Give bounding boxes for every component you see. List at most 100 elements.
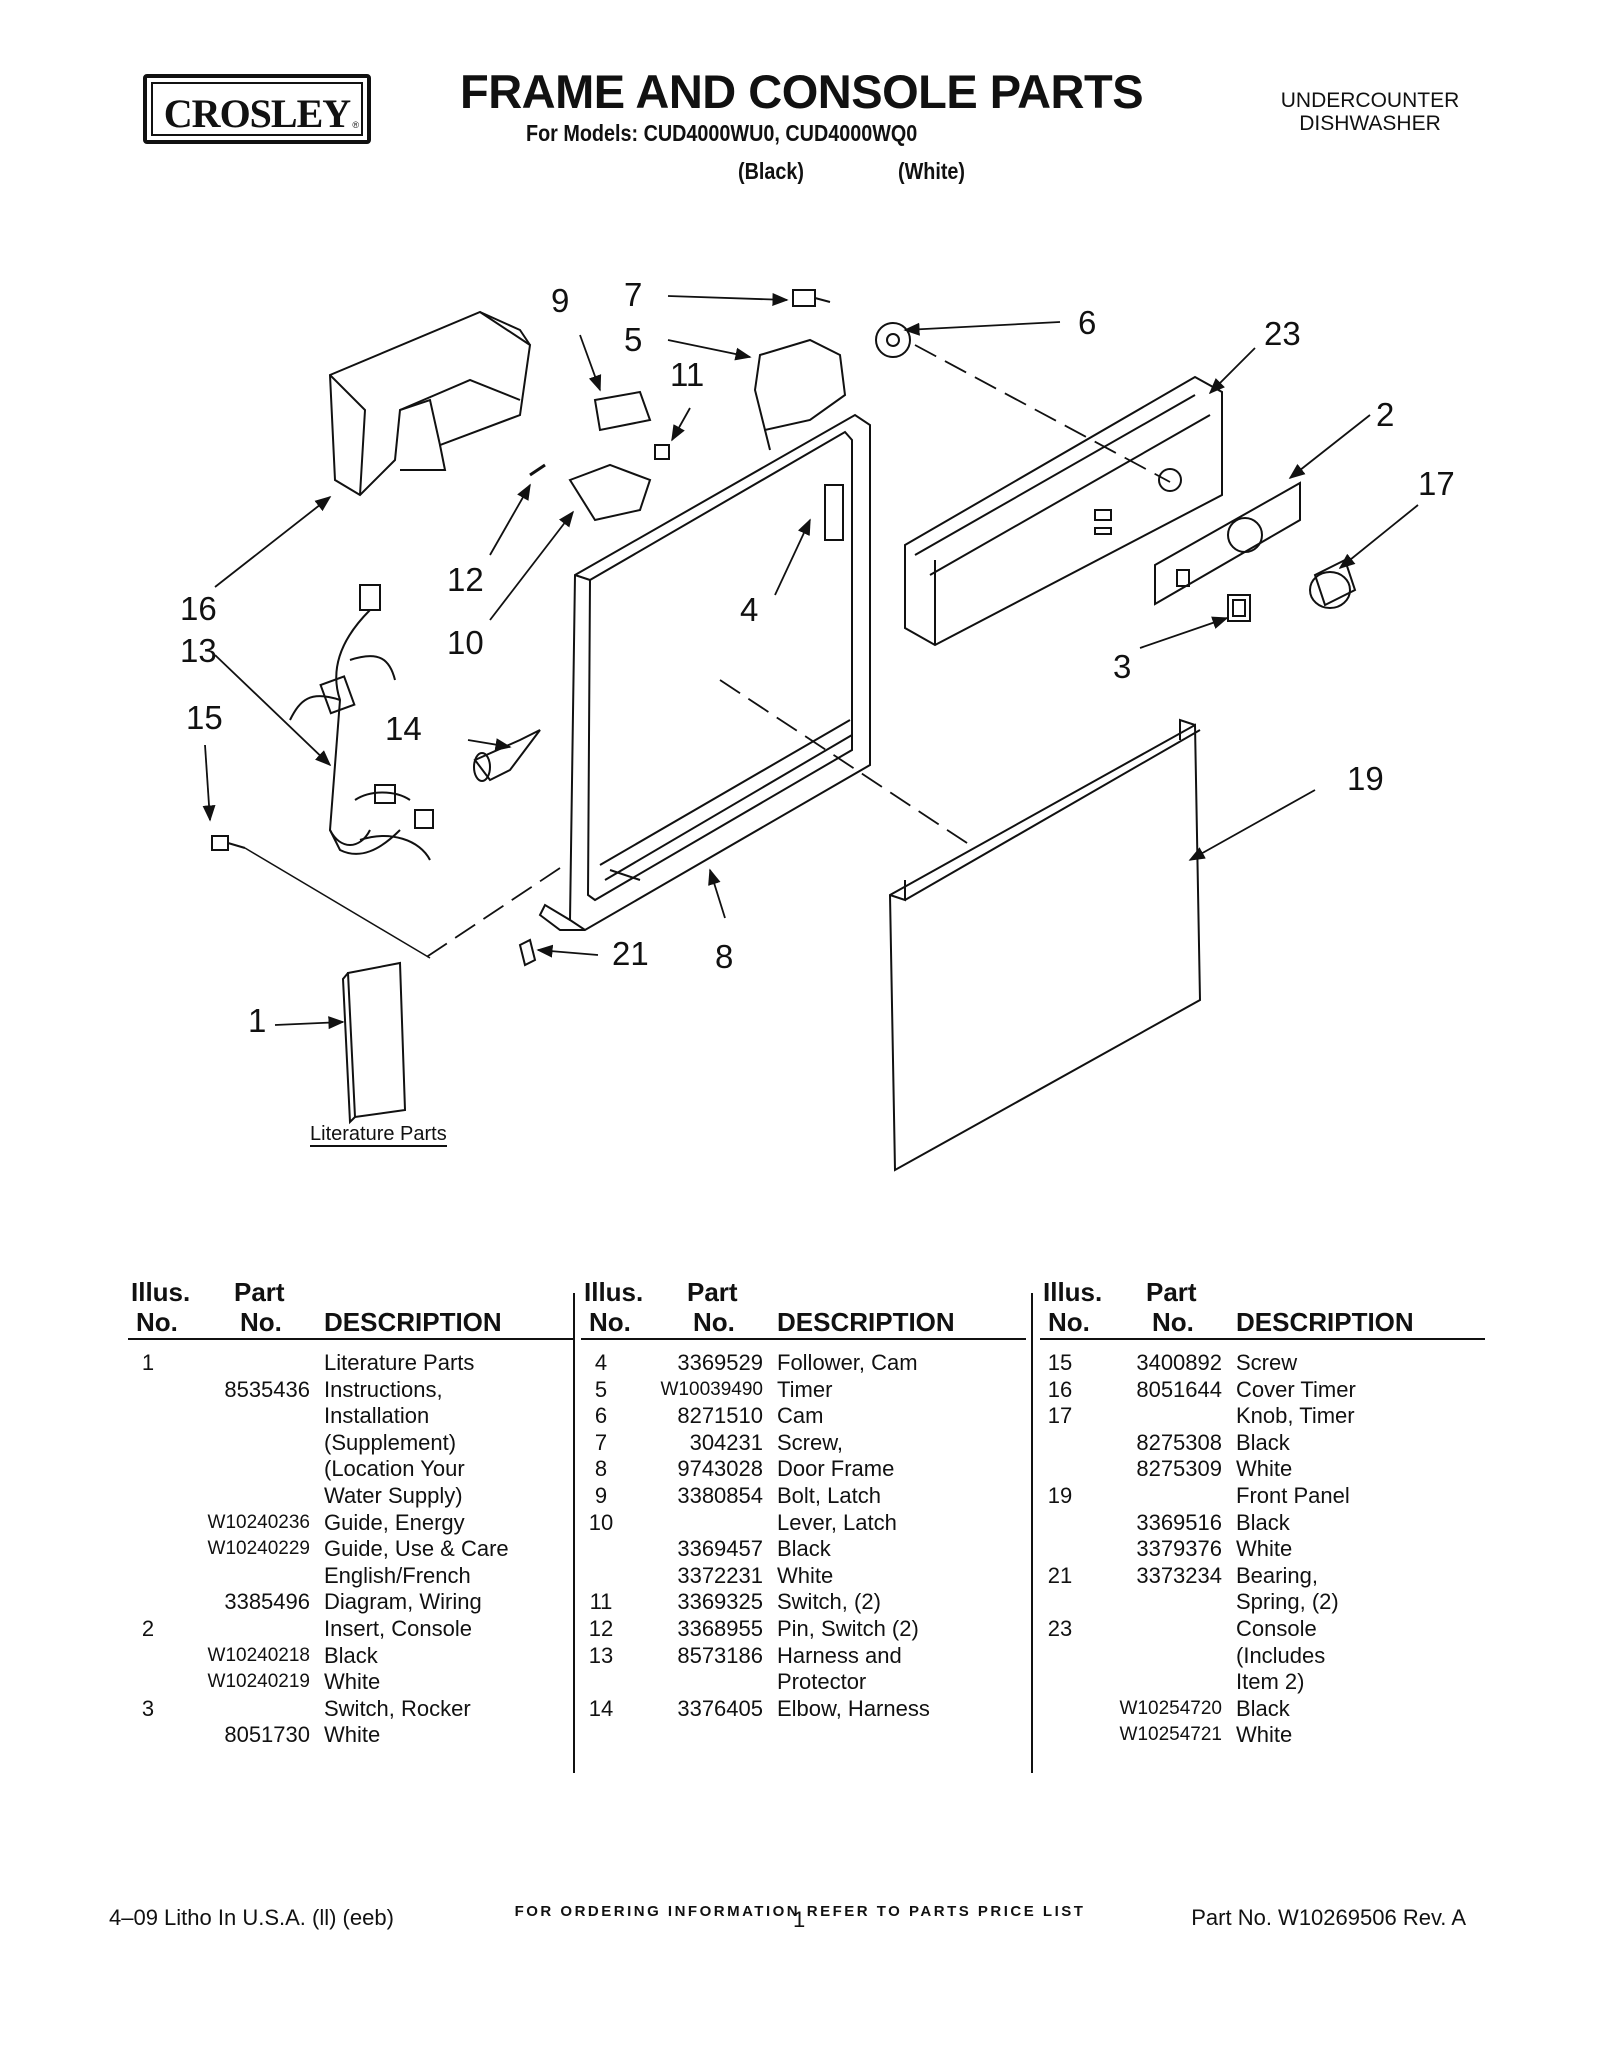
illus-no-cell: 10	[588, 1509, 614, 1535]
part-no-cell: W10240218	[207, 1644, 310, 1666]
console-insert-part	[1154, 481, 1301, 606]
header-illus-no: No.	[589, 1307, 631, 1337]
description-cell: (Supplement)	[324, 1429, 457, 1455]
part-no-cell: 3376405	[677, 1695, 763, 1721]
part-no-cell: 3369516	[1136, 1509, 1222, 1535]
literature-parts-label: Literature Parts	[310, 1123, 447, 1147]
column-divider	[573, 1293, 575, 1773]
wire-harness-part	[289, 584, 434, 861]
header-illus: Illus.	[584, 1277, 644, 1307]
callout-4: 4	[740, 591, 759, 628]
illus-no-cell: 15	[1047, 1350, 1073, 1375]
part-no-cell: 3369457	[677, 1536, 763, 1562]
table-row: 10 Lever, Latch	[581, 1510, 1026, 1537]
part-no-cell: 3369529	[677, 1350, 763, 1375]
illus-no-cell: 11	[589, 1589, 613, 1615]
part-no-cell: 8271510	[677, 1403, 763, 1429]
page-number: 1	[793, 1907, 806, 1932]
description-cell: Black	[1236, 1429, 1290, 1455]
callout-13: 13	[180, 632, 217, 669]
description-cell: Cam	[777, 1403, 824, 1429]
illus-no-cell: 6	[594, 1403, 608, 1429]
callout-3: 3	[1113, 648, 1132, 685]
table-row: (Includes	[1040, 1643, 1485, 1670]
part-no-cell: 8275308	[1136, 1429, 1222, 1455]
description-cell: Harness and	[777, 1642, 902, 1668]
header-part: Part	[687, 1277, 738, 1307]
product-line-2: DISHWASHER	[1299, 112, 1441, 135]
illus-no-cell: 3	[141, 1695, 155, 1721]
description-cell: Pin, Switch (2)	[777, 1615, 919, 1641]
variant-white: (White)	[898, 158, 966, 184]
callout-21: 21	[612, 935, 649, 972]
description-cell: Lever, Latch	[777, 1509, 897, 1535]
part-no-cell: 3372231	[677, 1562, 763, 1588]
litho-note: 4–09 Litho In U.S.A. (ll) (eeb)	[109, 1905, 394, 1930]
part-no-cell: 3379376	[1136, 1536, 1222, 1562]
part-no-cell: 8535436	[224, 1376, 310, 1402]
part-no-cell: 8051730	[224, 1722, 310, 1748]
table-row: Water Supply)	[128, 1483, 573, 1510]
header-part: Part	[1146, 1277, 1197, 1307]
description-cell: Bearing,	[1236, 1562, 1318, 1588]
crosley-logo: CROSLEY ®	[143, 74, 371, 144]
column-divider	[1031, 1293, 1033, 1773]
header-description: DESCRIPTION	[1236, 1307, 1414, 1337]
illus-no-cell: 17	[1047, 1403, 1073, 1429]
front-panel-part	[888, 718, 1202, 1172]
callout-23: 23	[1264, 315, 1301, 352]
table-row: Installation	[128, 1403, 573, 1430]
exploded-parts-diagram	[202, 289, 1419, 1172]
part-no-cell: W10254720	[1119, 1697, 1222, 1719]
header-illus-no: No.	[136, 1307, 178, 1337]
description-cell: White	[777, 1562, 834, 1588]
description-cell: Protector	[777, 1669, 867, 1695]
screw-15-part	[211, 835, 431, 959]
description-cell: Guide, Use & Care	[324, 1536, 509, 1562]
illus-no-cell: 9	[594, 1482, 608, 1508]
ordering-note: FOR ORDERING INFORMATION REFER TO PARTS …	[514, 1903, 1086, 1920]
part-no-cell: 3369325	[677, 1589, 763, 1615]
elbow-harness-part	[473, 729, 541, 782]
description-cell: Front Panel	[1236, 1482, 1350, 1508]
leader-arrows	[202, 293, 1419, 1030]
part-no-cell: 304231	[689, 1429, 763, 1455]
part-no-cell: 8573186	[677, 1642, 763, 1668]
callout-15: 15	[186, 699, 223, 736]
description-cell: (Includes	[1236, 1642, 1326, 1668]
header-illus-no: No.	[1048, 1307, 1090, 1337]
description-cell: Diagram, Wiring	[324, 1589, 482, 1615]
illus-no-cell: 8	[594, 1456, 608, 1482]
door-frame-part	[538, 413, 871, 932]
document-part-number: Part No. W10269506 Rev. A	[1191, 1905, 1466, 1930]
timer-part	[753, 289, 911, 451]
description-cell: Black	[777, 1536, 831, 1562]
description-cell: Water Supply)	[324, 1482, 463, 1508]
part-no-cell: W10254721	[1119, 1724, 1222, 1746]
description-cell: Item 2)	[1236, 1669, 1305, 1695]
description-cell: Cover Timer	[1236, 1376, 1356, 1402]
logo-text: CROSLEY	[163, 91, 351, 136]
description-cell: White	[1236, 1536, 1293, 1562]
description-cell: Follower, Cam	[777, 1350, 918, 1375]
illus-no-cell: 21	[1047, 1562, 1073, 1588]
table-row: 3379376 White	[1040, 1536, 1485, 1563]
description-cell: Literature Parts	[324, 1350, 475, 1375]
description-cell: (Location Your	[324, 1456, 465, 1482]
header-description: DESCRIPTION	[324, 1307, 502, 1337]
callout-1: 1	[248, 1002, 267, 1039]
table-row: (Location Your	[128, 1456, 573, 1483]
registered-mark: ®	[352, 120, 359, 130]
description-cell: Door Frame	[777, 1456, 895, 1482]
variant-black: (Black)	[738, 158, 804, 184]
